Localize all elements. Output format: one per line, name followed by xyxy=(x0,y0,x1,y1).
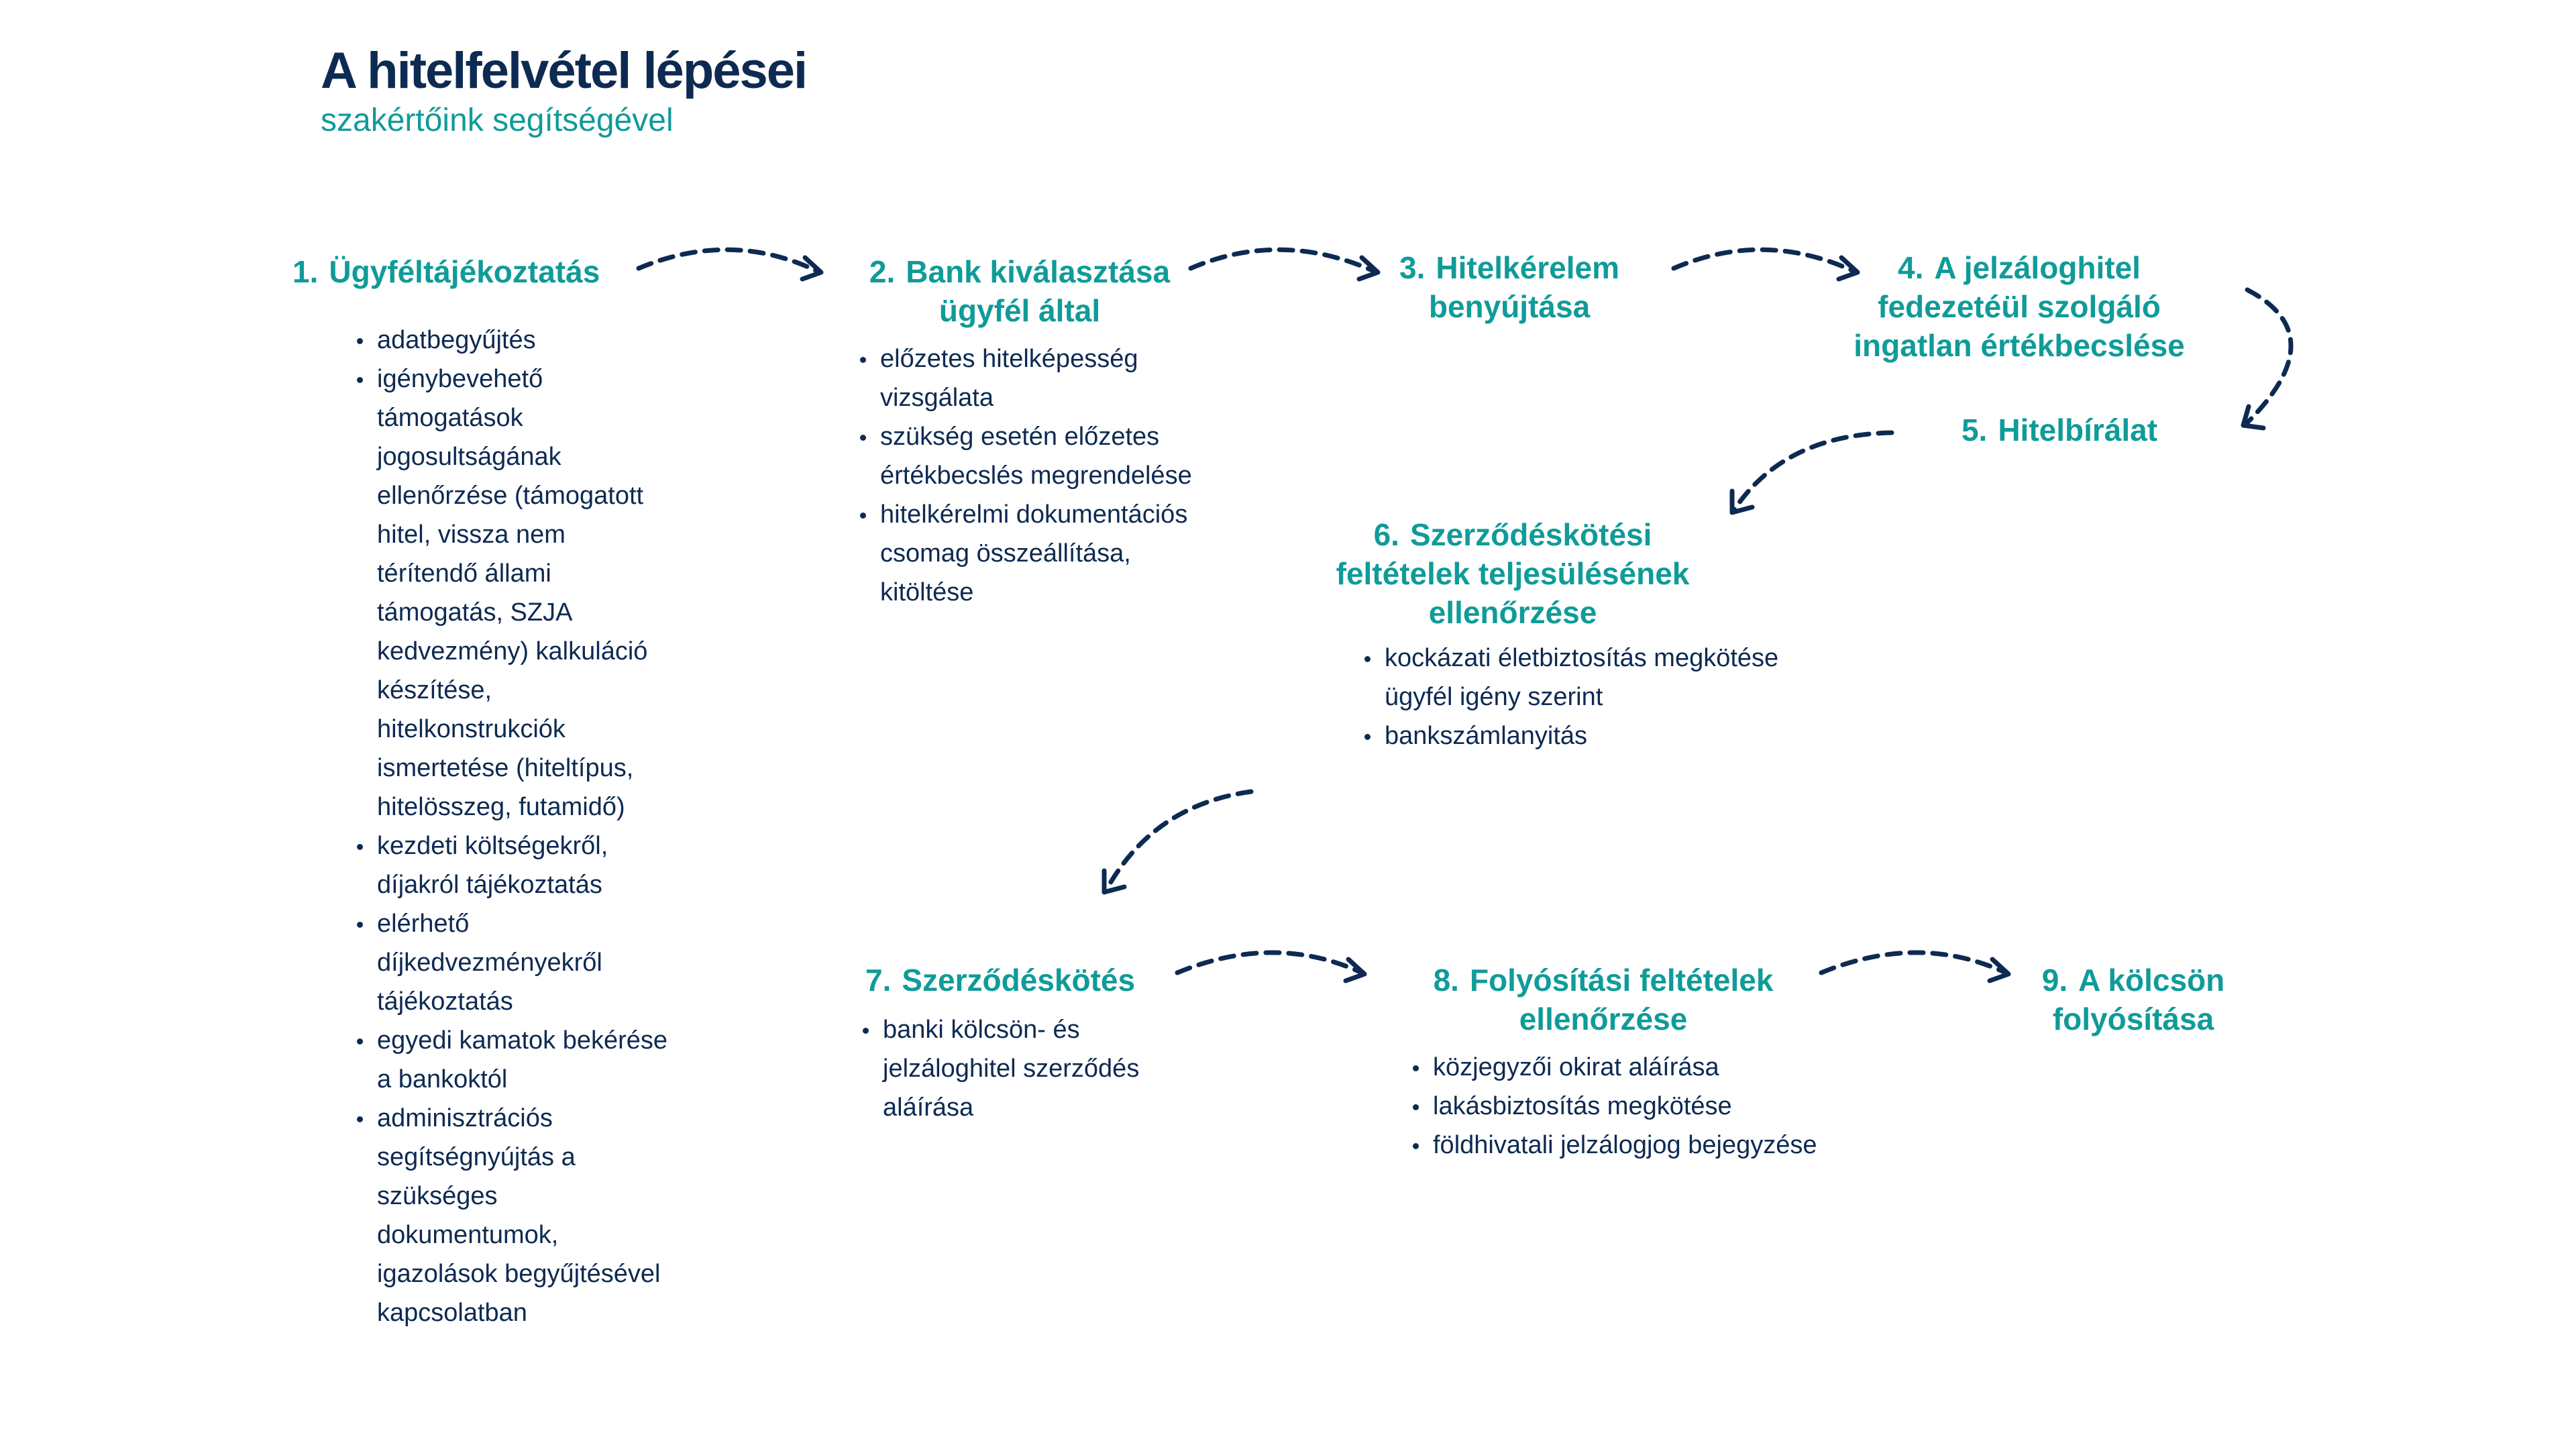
step-8-number: 8. xyxy=(1433,963,1459,998)
arrow-3-to-4 xyxy=(1671,247,1858,274)
step-4-number: 4. xyxy=(1898,250,1924,285)
step-6: 6.Szerződéskötési feltételek teljesülésé… xyxy=(1315,515,1779,755)
step-3-title: 3.Hitelkérelem benyújtása xyxy=(1382,248,1637,326)
arrowhead-icon xyxy=(1356,255,1381,282)
arrowhead-icon xyxy=(1836,255,1860,282)
step-4-title-text: A jelzáloghitel fedezetéül szolgáló inga… xyxy=(1854,250,2185,363)
step-4-title: 4.A jelzáloghitel fedezetéül szolgáló in… xyxy=(1845,248,2194,365)
step-9-number: 9. xyxy=(2041,963,2068,998)
list-item: földhivatali jelzálogjog bejegyzése xyxy=(1410,1126,1880,1165)
arrowhead-icon xyxy=(2241,404,2266,431)
arrowhead-icon xyxy=(1729,488,1755,515)
step-7-number: 7. xyxy=(865,963,892,998)
list-item: igénybevehető támogatások jogosultságána… xyxy=(354,360,669,826)
step-7-title-text: Szerződéskötés xyxy=(902,963,1136,998)
arrowhead-icon xyxy=(1343,957,1367,983)
list-item: előzetes hitelképesség vizsgálata xyxy=(857,339,1193,417)
step-6-title: 6.Szerződéskötési feltételek teljesülésé… xyxy=(1315,515,1711,632)
arrow-4-to-5 xyxy=(2245,287,2294,425)
step-8: 8.Folyósítási feltételek ellenőrzése köz… xyxy=(1395,961,1817,1165)
list-item: közjegyzői okirat aláírása xyxy=(1410,1048,1880,1087)
arrowhead-icon xyxy=(1102,868,1127,895)
step-9: 9.A kölcsön folyósítása xyxy=(2019,961,2247,1038)
step-1: 1. Ügyféltájékoztatás adatbegyűjtés igény… xyxy=(292,252,668,1332)
step-7-title: 7. Szerződéskötés xyxy=(865,961,1187,1000)
step-8-title-text: Folyósítási feltételek ellenőrzése xyxy=(1469,963,1774,1036)
step-9-title-text: A kölcsön folyósítása xyxy=(2052,963,2225,1036)
step-6-number: 6. xyxy=(1373,517,1399,552)
step-8-list: közjegyzői okirat aláírása lakásbiztosít… xyxy=(1410,1048,1880,1165)
step-2-list: előzetes hitelképesség vizsgálata szüksé… xyxy=(857,339,1193,612)
step-7: 7. Szerződéskötés banki kölcsön- és jelzá… xyxy=(863,961,1187,1127)
list-item: adatbegyűjtés xyxy=(354,321,669,360)
list-item: egyedi kamatok bekérése a bankoktól xyxy=(354,1021,669,1099)
page-title: A hitelfelvétel lépései xyxy=(321,42,808,99)
list-item: banki kölcsön- és jelzáloghitel szerződé… xyxy=(860,1010,1189,1127)
arrow-7-to-8 xyxy=(1175,950,1364,975)
list-item: bankszámlanyitás xyxy=(1362,716,1791,755)
step-9-title: 9.A kölcsön folyósítása xyxy=(2019,961,2247,1038)
page-subtitle: szakértőink segítségével xyxy=(321,103,674,138)
list-item: adminisztrációs segítségnyújtás a szüksé… xyxy=(354,1099,669,1332)
step-2: 2. Bank kiválasztása ügyfél által előzete… xyxy=(845,252,1194,612)
step-1-list: adatbegyűjtés igénybevehető támogatások … xyxy=(354,321,669,1332)
step-7-list: banki kölcsön- és jelzáloghitel szerződé… xyxy=(860,1010,1189,1127)
list-item: elérhető díjkedvezményekről tájékoztatás xyxy=(354,904,669,1021)
step-4: 4.A jelzáloghitel fedezetéül szolgáló in… xyxy=(1845,248,2194,365)
step-2-number: 2. xyxy=(869,254,896,289)
list-item: kockázati életbiztosítás megkötése ügyfé… xyxy=(1362,639,1791,716)
arrow-2-to-3 xyxy=(1188,247,1378,274)
arrowhead-icon xyxy=(1987,957,2011,983)
step-6-list: kockázati életbiztosítás megkötése ügyfé… xyxy=(1362,639,1791,755)
step-5-number: 5. xyxy=(1961,413,1988,447)
step-8-title: 8. Folyósítási feltételek ellenőrzése xyxy=(1395,961,1811,1038)
step-6-title-text: Szerződéskötési feltételek teljesüléséne… xyxy=(1336,517,1690,630)
arrow-5-to-6 xyxy=(1731,430,1894,513)
arrow-1-to-2 xyxy=(636,247,821,274)
step-2-title: 2. Bank kiválasztása ügyfél által xyxy=(845,252,1194,330)
step-1-title: 1. Ügyféltájékoztatás xyxy=(292,252,668,291)
arrow-6-to-7 xyxy=(1104,789,1254,892)
step-5: 5. Hitelbírálat xyxy=(1919,411,2200,449)
step-5-title-text: Hitelbírálat xyxy=(1998,413,2158,447)
list-item: szükség esetén előzetes értékbecslés meg… xyxy=(857,417,1193,495)
arrow-8-to-9 xyxy=(1819,950,2008,975)
list-item: lakásbiztosítás megkötése xyxy=(1410,1087,1880,1126)
step-2-title-text: Bank kiválasztása ügyfél által xyxy=(906,254,1171,328)
step-1-title-text: Ügyféltájékoztatás xyxy=(329,254,600,289)
list-item: hitelkérelmi dokumentációs csomag összeá… xyxy=(857,495,1193,612)
arrowhead-icon xyxy=(800,255,824,282)
step-5-title: 5. Hitelbírálat xyxy=(1919,411,2200,449)
step-3: 3.Hitelkérelem benyújtása xyxy=(1382,248,1637,326)
step-3-title-text: Hitelkérelem benyújtása xyxy=(1428,250,1619,324)
step-1-number: 1. xyxy=(292,254,319,289)
list-item: kezdeti költségekről, díjakról tájékozta… xyxy=(354,826,669,904)
step-3-number: 3. xyxy=(1399,250,1426,285)
